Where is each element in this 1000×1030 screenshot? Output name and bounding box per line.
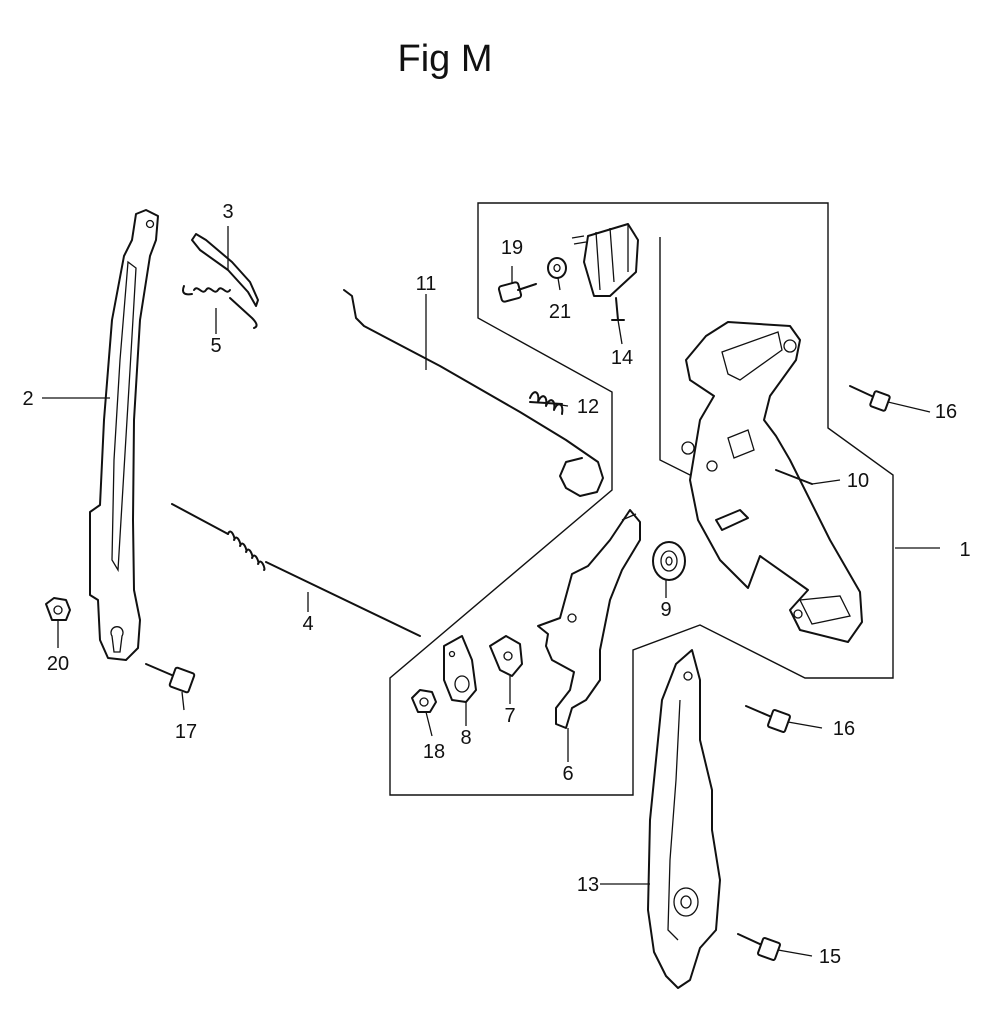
part-17-bolt [145, 663, 196, 694]
callout-1: 1 [959, 539, 970, 561]
part-7-washer [489, 635, 523, 677]
callout-9: 9 [660, 599, 671, 621]
callout-3: 3 [222, 201, 233, 223]
part-10-bolt [775, 469, 813, 485]
callout-7: 7 [504, 705, 515, 727]
part-15-bolt [737, 933, 781, 961]
part-16-bolt-lower [745, 705, 791, 733]
part-11-governor-rod [343, 289, 604, 497]
part-16-bolt-upper [849, 385, 891, 412]
callout-16-lower: 16 [833, 718, 855, 740]
callouts: 1 2 3 4 5 6 7 8 9 10 11 12 13 14 15 16 1… [22, 201, 970, 968]
callout-20: 20 [47, 653, 69, 675]
callout-14: 14 [611, 347, 633, 369]
part-2-lever-arm [89, 209, 159, 661]
callout-13: 13 [577, 874, 599, 896]
part-14-switch [571, 223, 639, 321]
part-3-wire-clip [191, 233, 259, 307]
callout-17: 17 [175, 721, 197, 743]
part-8-small-lever [443, 635, 477, 703]
part-21-washer [547, 257, 567, 279]
part-18-nut [411, 689, 437, 713]
part-12-spring [529, 391, 564, 415]
callout-21: 21 [549, 301, 571, 323]
callout-5: 5 [210, 335, 221, 357]
leader-lines [42, 226, 940, 957]
callout-8: 8 [460, 727, 471, 749]
callout-15: 15 [819, 946, 841, 968]
callout-12: 12 [577, 396, 599, 418]
part-19-bolt [497, 281, 537, 303]
part-1-bracket [681, 321, 863, 643]
callout-4: 4 [302, 613, 313, 635]
callout-11: 11 [416, 273, 437, 295]
callout-16-upper: 16 [935, 401, 957, 423]
callout-18: 18 [423, 741, 445, 763]
callout-10: 10 [847, 470, 869, 492]
callout-6: 6 [562, 763, 573, 785]
part-9-washer [652, 541, 686, 581]
part-20-nut [45, 597, 71, 621]
assembly-frame-upper [389, 202, 894, 796]
callout-2: 2 [22, 388, 33, 410]
part-6-plate [537, 509, 641, 729]
part-4-rod [171, 503, 421, 637]
part-13-control-lever [647, 649, 721, 989]
figure-title: Fig M [397, 38, 493, 80]
part-5-spring [182, 285, 258, 329]
callout-19: 19 [501, 237, 523, 259]
